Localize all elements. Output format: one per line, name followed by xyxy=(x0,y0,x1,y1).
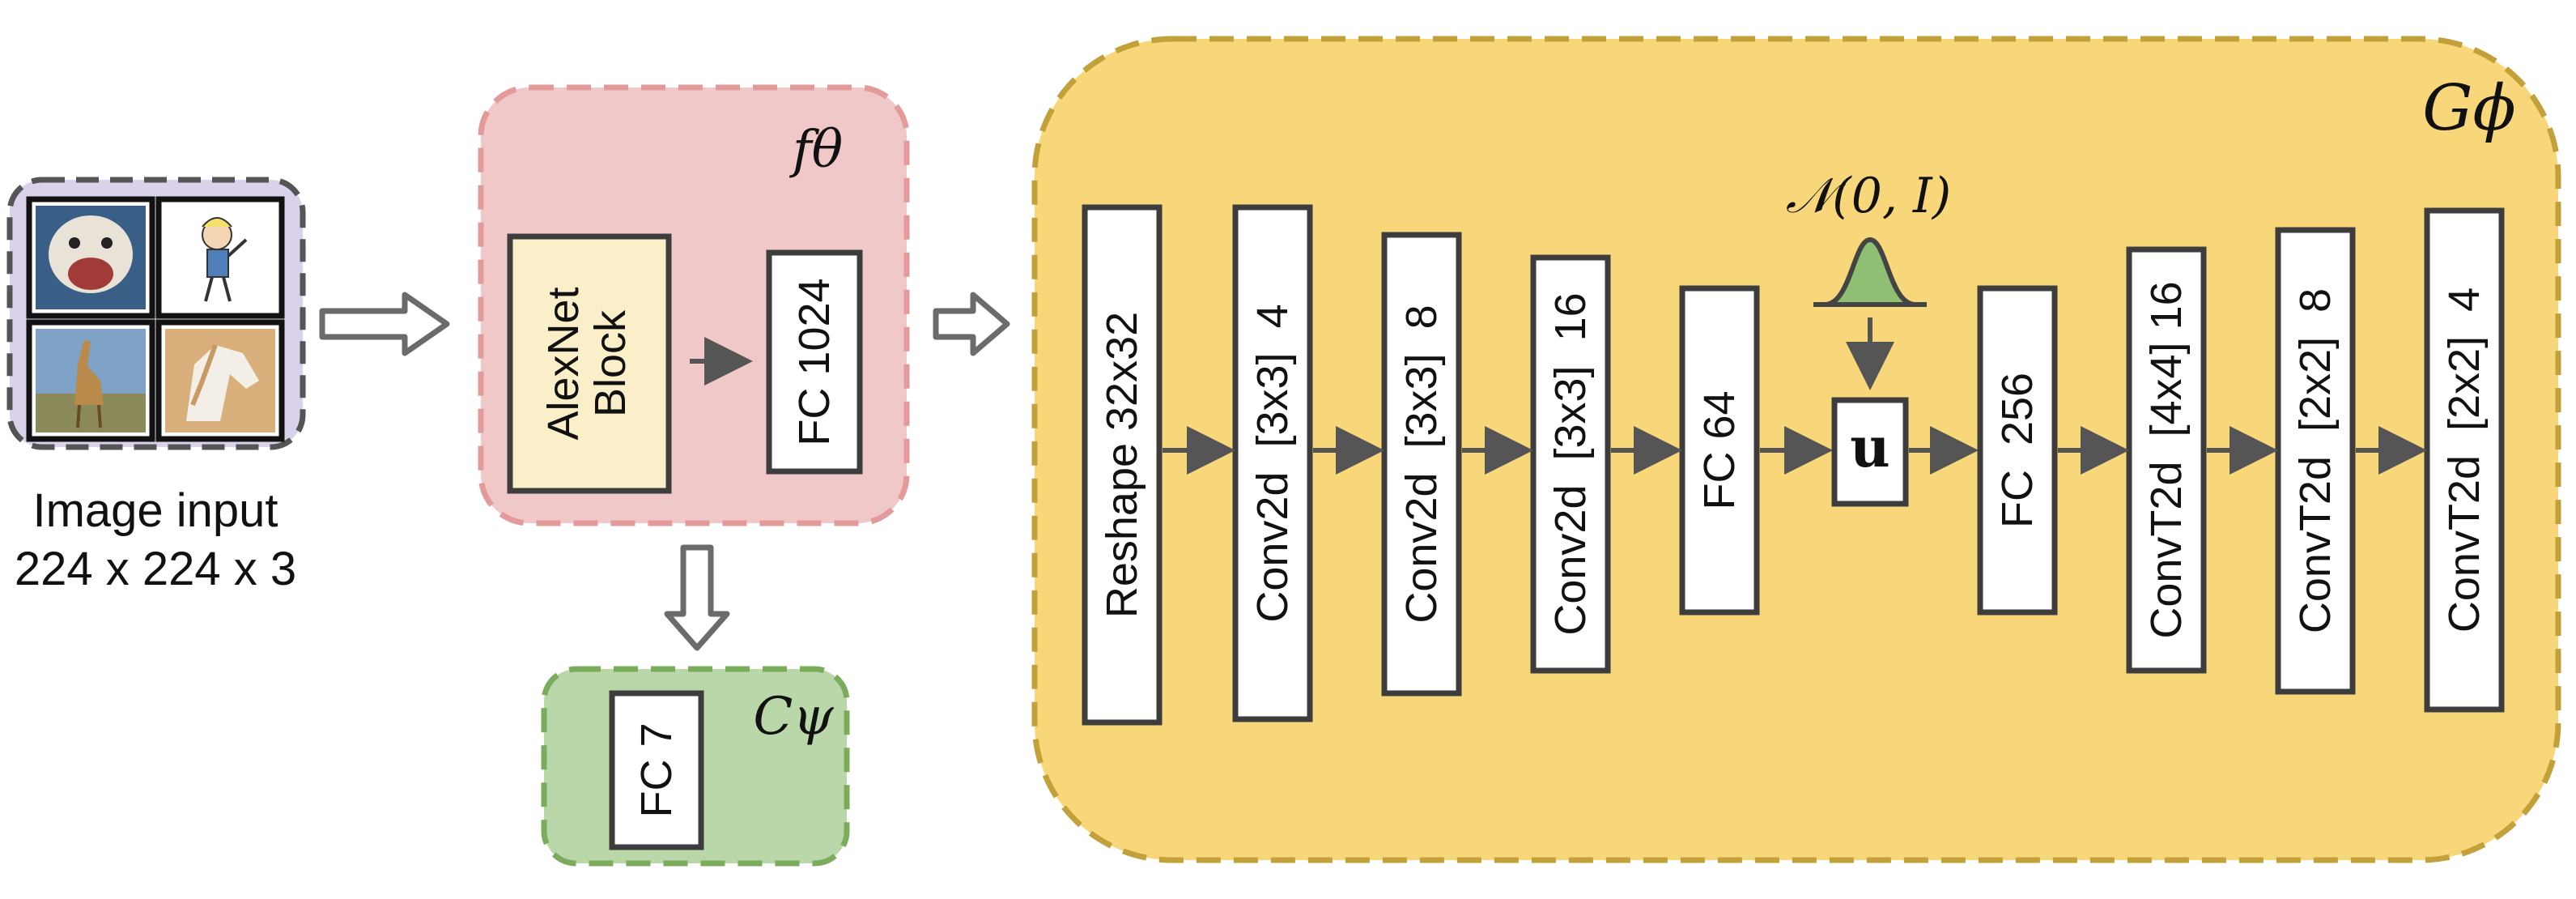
thumbnail-dog xyxy=(26,196,155,319)
alexnet-block xyxy=(507,233,672,494)
convt2d-16-block xyxy=(2126,246,2207,674)
reshape-label: Reshape 32x32 xyxy=(1098,312,1146,618)
convt2d-8-block xyxy=(2275,227,2356,695)
convt2d-4-block xyxy=(2424,207,2505,713)
fc256-block xyxy=(1977,285,2058,616)
generator-panel: Gϕ Reshape 32x32 Conv2d [3x3] 4 Conv2d [… xyxy=(1031,36,2561,863)
fc7-label: FC 7 xyxy=(632,722,681,817)
generator-symbol: Gϕ xyxy=(2422,72,2515,145)
classifier-symbol: Cψ xyxy=(753,687,834,747)
conv2d-16-label: Conv2d [3x3] 16 xyxy=(1546,292,1595,635)
hollow-arrow-encoder-to-classifier xyxy=(664,544,730,651)
reshape-block xyxy=(1082,204,1163,726)
convt2d-8-label: ConvT2d [2x2] 8 xyxy=(2291,288,2340,633)
conv2d-4-label: Conv2d [3x3] 4 xyxy=(1248,304,1297,622)
image-input-caption-line1: Image input xyxy=(32,484,278,537)
alexnet-label-line1: AlexNet xyxy=(539,287,588,440)
conv2d-4-block xyxy=(1232,204,1313,722)
fc64-label: FC 64 xyxy=(1695,390,1744,509)
fc7-block xyxy=(609,690,704,850)
hollow-arrow-input-to-encoder xyxy=(319,292,450,356)
image-input-panel: Image input 224 x 224 x 3 xyxy=(6,177,306,595)
gaussian-curve-icon xyxy=(1824,236,1916,307)
noise-source: 𝒩(0, I) xyxy=(1786,168,1951,390)
alexnet-label-line2: Block xyxy=(586,309,635,417)
fc1024-label: FC 1024 xyxy=(790,278,839,445)
conv2d-8-block xyxy=(1381,232,1462,697)
generator-layers-before: Reshape 32x32 Conv2d [3x3] 4 Conv2d [3x3… xyxy=(1082,204,1760,726)
fc1024-block xyxy=(766,249,863,475)
thumbnail-cartoon xyxy=(155,196,285,319)
thumbnail-horse xyxy=(155,319,285,442)
convt2d-16-label: ConvT2d [4x4] 16 xyxy=(2142,281,2191,638)
latent-u-block xyxy=(1831,397,1909,507)
image-input-caption-line2: 224 x 224 x 3 xyxy=(15,543,296,595)
generator-layers-after: FC 256 ConvT2d [4x4] 16 ConvT2d [2x2] 8 … xyxy=(1977,207,2505,713)
latent-u-label: u xyxy=(1850,415,1889,480)
conv2d-16-block xyxy=(1530,254,1611,674)
encoder-symbol: fθ xyxy=(789,120,843,180)
thumbnail-giraffe xyxy=(26,319,155,442)
noise-label: 𝒩(0, I) xyxy=(1786,168,1951,224)
fc256-label: FC 256 xyxy=(1993,373,2042,528)
hollow-arrow-encoder-to-generator xyxy=(933,292,1010,356)
convt2d-4-label: ConvT2d [2x2] 4 xyxy=(2440,288,2489,633)
classifier-panel: Cψ FC 7 xyxy=(541,666,850,867)
conv2d-8-label: Conv2d [3x3] 8 xyxy=(1397,305,1446,623)
fc64-block xyxy=(1679,285,1760,616)
encoder-panel: fθ AlexNet Block FC 1024 xyxy=(478,84,910,526)
